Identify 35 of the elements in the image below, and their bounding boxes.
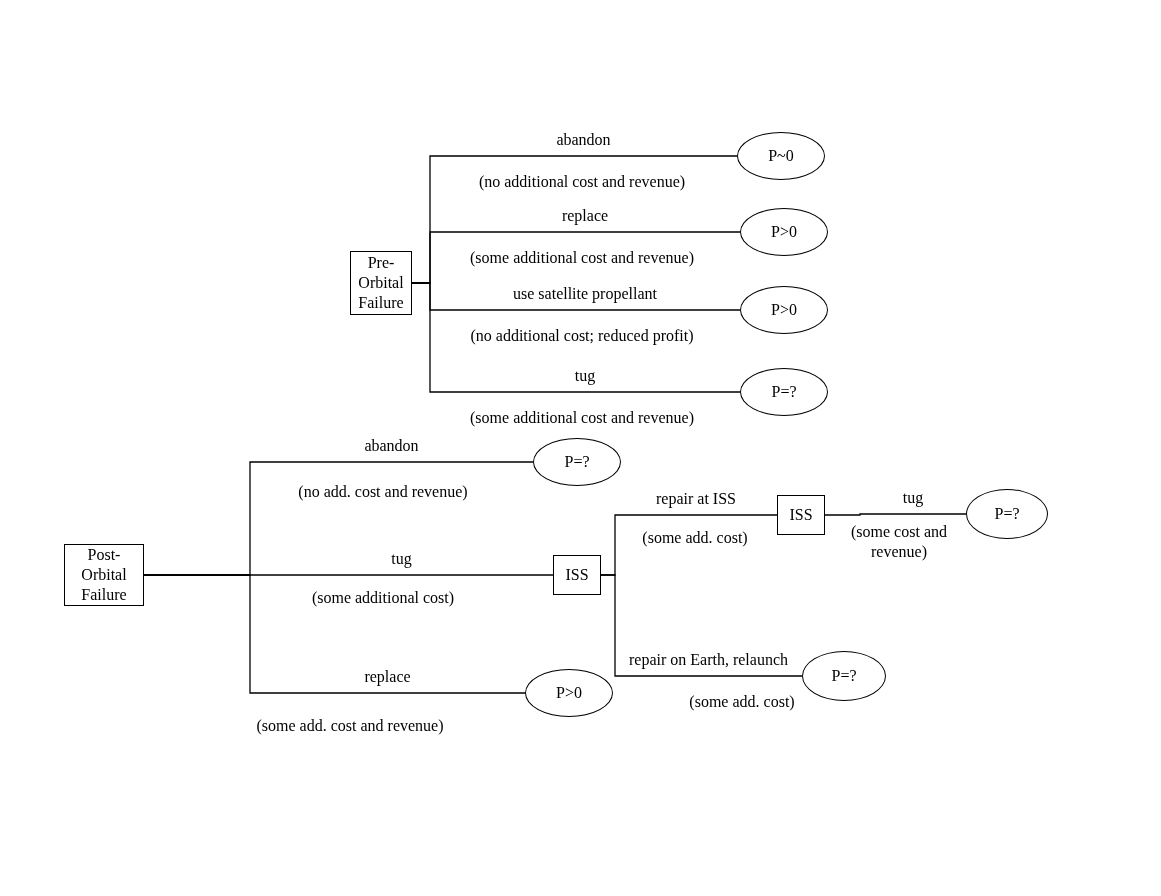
decision-box: ISS: [553, 555, 601, 595]
cost-note: (no additional cost; reduced profit): [469, 326, 695, 346]
outcome-ellipse: P>0: [525, 669, 613, 717]
decision-box: Post-Orbital Failure: [64, 544, 144, 606]
edge-label: replace: [364, 669, 411, 685]
decision-box: Pre-Orbital Failure: [350, 251, 412, 315]
connector-line: [600, 574, 803, 677]
outcome-ellipse: P>0: [740, 208, 828, 256]
edge-label: tug: [391, 551, 412, 567]
cost-note: (some additional cost): [310, 588, 456, 608]
outcome-ellipse: P=?: [802, 651, 886, 701]
connector-line: [824, 513, 967, 516]
cost-note: (some add. cost): [641, 528, 749, 548]
connector-line: [143, 574, 526, 694]
cost-note: (some additional cost and revenue): [469, 248, 695, 268]
edge-label: use satellite propellant: [513, 286, 657, 302]
cost-note: (some add. cost): [688, 692, 796, 712]
outcome-ellipse: P=?: [966, 489, 1048, 539]
outcome-ellipse: P>0: [740, 286, 828, 334]
decision-box: ISS: [777, 495, 825, 535]
cost-note: (some additional cost and revenue): [469, 408, 695, 428]
cost-note: (some add. cost and revenue): [255, 716, 445, 736]
cost-note: (no add. cost and revenue): [297, 482, 469, 502]
edge-label: repair at ISS: [656, 491, 736, 507]
edge-label: repair on Earth, relaunch: [629, 652, 788, 668]
edge-label: tug: [902, 490, 924, 506]
cost-note: (some cost and revenue): [850, 522, 948, 562]
outcome-ellipse: P=?: [533, 438, 621, 486]
outcome-ellipse: P~0: [737, 132, 825, 180]
edge-label: replace: [561, 208, 609, 224]
cost-note: (no additional cost and revenue): [477, 172, 687, 192]
outcome-ellipse: P=?: [740, 368, 828, 416]
edge-label: abandon: [556, 132, 611, 148]
edge-label: tug: [574, 368, 596, 384]
edge-label: abandon: [364, 438, 419, 454]
